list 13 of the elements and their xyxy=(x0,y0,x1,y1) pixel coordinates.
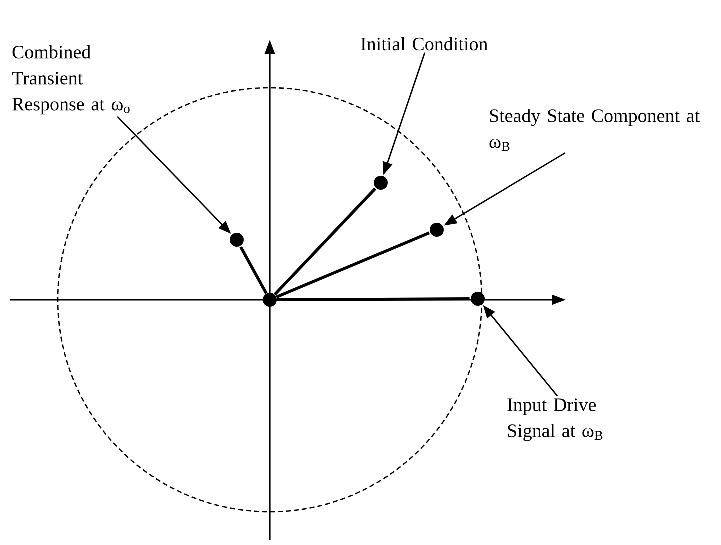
phasor-line xyxy=(240,246,268,294)
label-text: Steady State Component at ω$_{B}$ xyxy=(490,109,700,151)
label-text: Initial Condition xyxy=(361,37,488,51)
phasor-dot xyxy=(230,233,244,247)
label-text: Combined Transient Response at ω$_{o}$ xyxy=(12,45,130,115)
phasor-dot xyxy=(430,223,444,237)
phasor-dot xyxy=(263,293,277,307)
phasor-dot xyxy=(374,176,388,190)
phasor-line xyxy=(276,232,430,299)
phasor-dot xyxy=(471,292,485,306)
phasor-line xyxy=(277,298,470,302)
phasor-line xyxy=(274,188,376,296)
label-text: Input Drive Signal at ω$_{B}$ xyxy=(508,398,603,442)
